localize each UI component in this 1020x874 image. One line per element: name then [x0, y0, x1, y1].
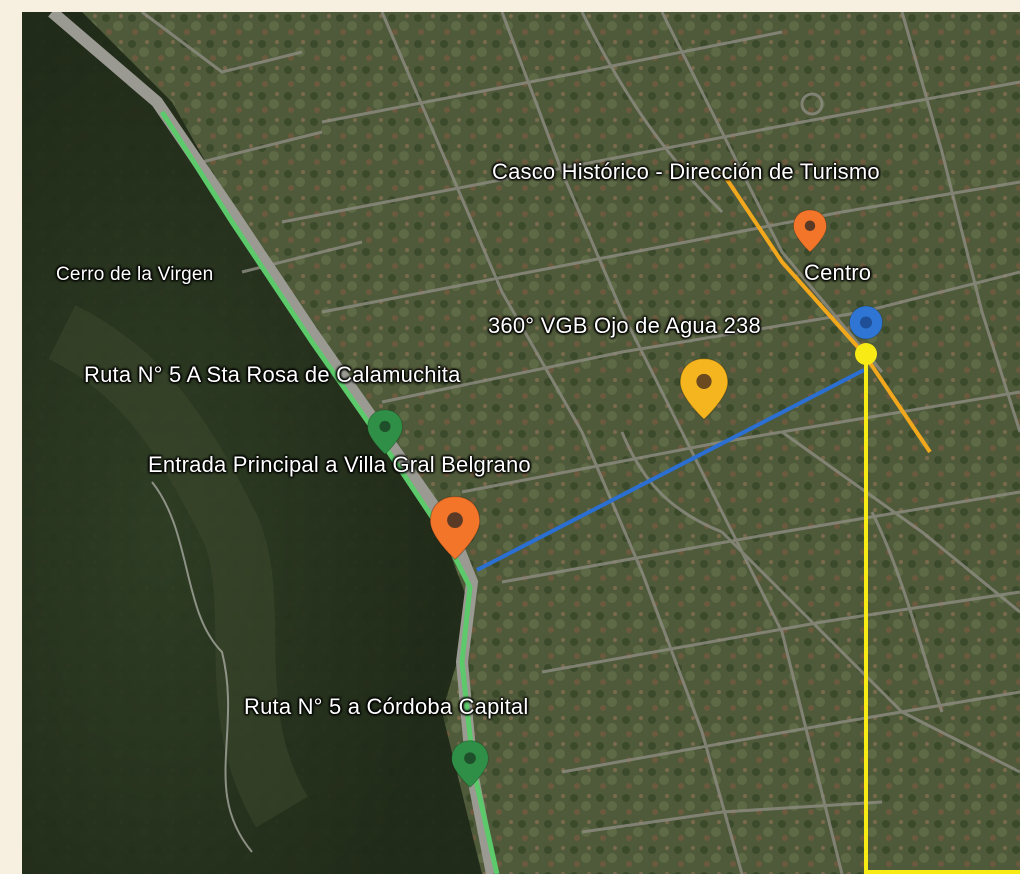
label-ruta-calamuchita[interactable]: Ruta N° 5 A Sta Rosa de Calamuchita: [84, 362, 461, 387]
label-centro[interactable]: Centro: [804, 260, 872, 285]
map-pin-ruta-cordoba[interactable]: [450, 738, 490, 790]
label-ojo-de-agua[interactable]: 360° VGB Ojo de Agua 238: [488, 313, 761, 338]
hill-ridge: [48, 305, 309, 828]
map-pin-ojo-de-agua[interactable]: [848, 304, 884, 344]
map-view[interactable]: Casco Histórico - Dirección de Turismo C…: [22, 12, 1020, 874]
map-pin-yellow[interactable]: [678, 356, 730, 422]
yellow-route-point[interactable]: [855, 343, 877, 365]
satellite-map[interactable]: [22, 12, 1020, 874]
hill-outline: [151, 481, 253, 853]
street-network: [141, 12, 1020, 874]
route-yellow: [864, 354, 1020, 874]
route-orange: [720, 170, 932, 454]
route-blue: [476, 368, 865, 572]
map-pin-entrada-principal[interactable]: [428, 494, 482, 562]
map-pin-ruta-calamuchita[interactable]: [366, 408, 404, 456]
label-entrada-principal[interactable]: Entrada Principal a Villa Gral Belgrano: [148, 452, 531, 477]
label-casco-historico[interactable]: Casco Histórico - Dirección de Turismo: [492, 159, 880, 184]
label-ruta-cordoba[interactable]: Ruta N° 5 a Córdoba Capital: [244, 694, 529, 719]
map-pin-casco-historico[interactable]: [792, 208, 828, 254]
label-cerro-de-la-virgen[interactable]: Cerro de la Virgen: [56, 264, 214, 285]
hills-area: [22, 12, 482, 874]
